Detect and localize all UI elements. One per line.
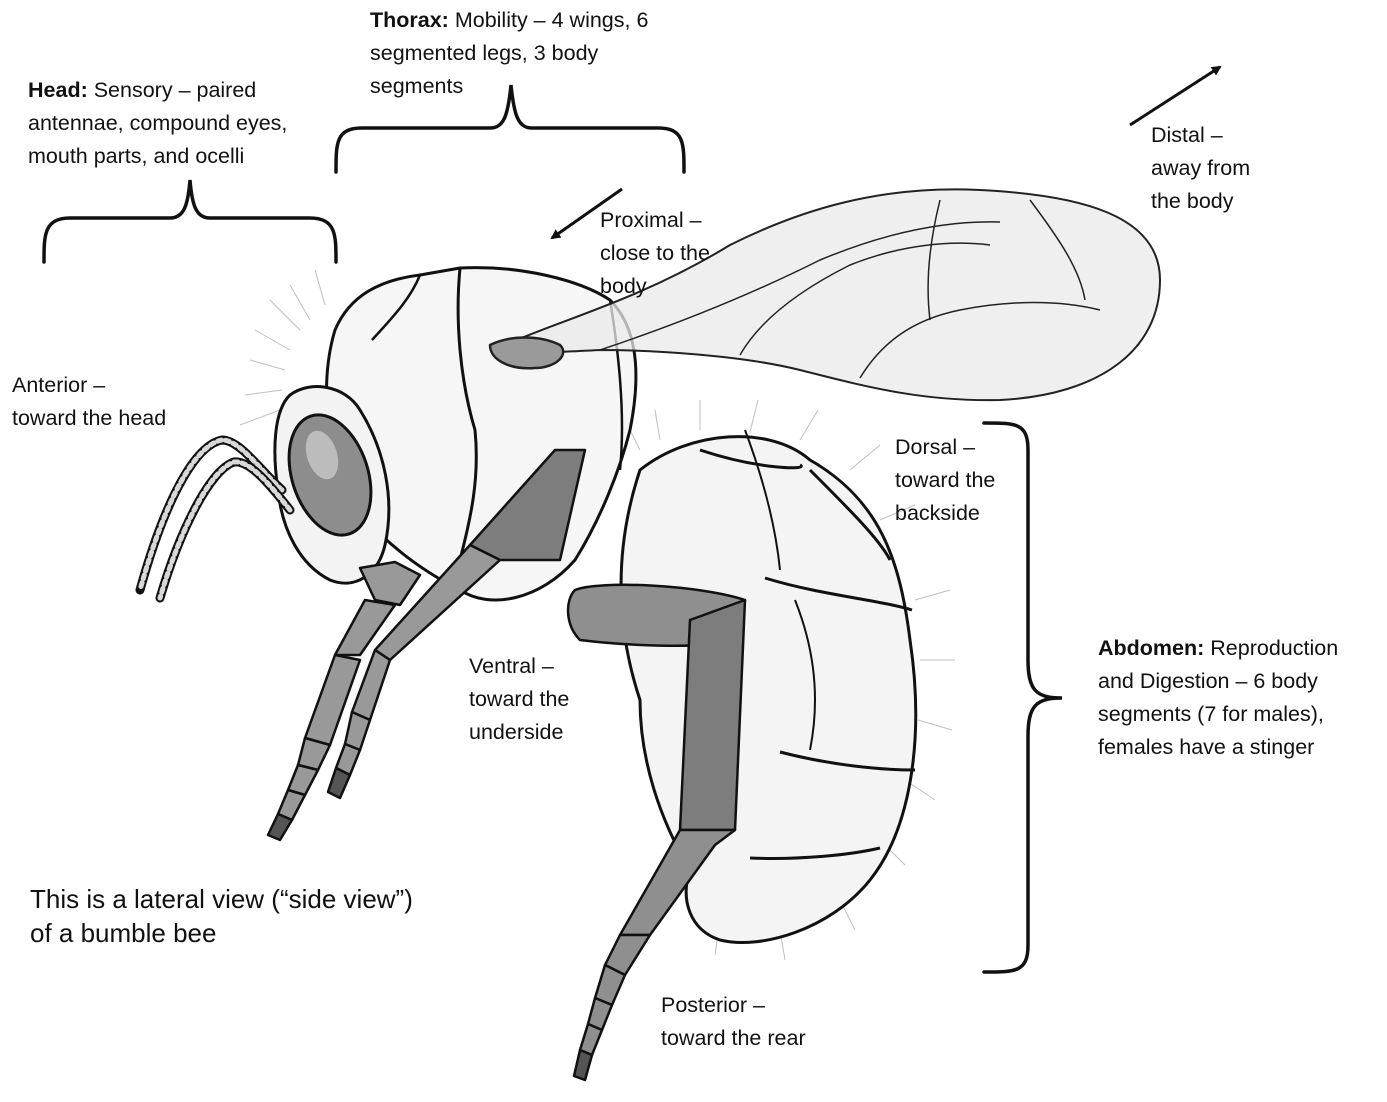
antennae <box>140 440 290 598</box>
head-term: Head: <box>28 78 88 102</box>
abdomen-line4: females have a stinger <box>1098 731 1338 764</box>
abdomen-line2: and Digestion – 6 body <box>1098 665 1338 698</box>
posterior-line1: Posterior – <box>661 989 806 1022</box>
head-line3: mouth parts, and ocelli <box>28 140 287 173</box>
thorax-line2: segmented legs, 3 body <box>370 37 648 70</box>
anterior-label: Anterior – toward the head <box>12 369 166 435</box>
thorax-line3: segments <box>370 70 648 103</box>
anterior-line1: Anterior – <box>12 369 166 402</box>
view-caption: This is a lateral view (“side view”) of … <box>30 882 413 950</box>
distal-line1: Distal – <box>1151 119 1250 152</box>
abdomen-label: Abdomen: Reproduction and Digestion – 6 … <box>1098 632 1338 764</box>
thorax-line1: Mobility – 4 wings, 6 <box>455 8 649 32</box>
posterior-line2: toward the rear <box>661 1022 806 1055</box>
ventral-line1: Ventral – <box>469 650 569 683</box>
thorax-label: Thorax: Mobility – 4 wings, 6 segmented … <box>370 4 648 103</box>
anterior-line2: toward the head <box>12 402 166 435</box>
caption-line2: of a bumble bee <box>30 916 413 950</box>
ventral-line3: underside <box>469 716 569 749</box>
head-line1: Sensory – paired <box>94 78 257 102</box>
ventral-line2: toward the <box>469 683 569 716</box>
distal-line3: the body <box>1151 185 1250 218</box>
distal-arrow <box>1130 67 1220 125</box>
abdomen-bracket <box>984 423 1062 972</box>
head-bracket <box>44 180 336 262</box>
abdomen-term: Abdomen: <box>1098 636 1204 660</box>
caption-line1: This is a lateral view (“side view”) <box>30 882 413 916</box>
proximal-line1: Proximal – <box>600 204 710 237</box>
dorsal-line1: Dorsal – <box>895 431 995 464</box>
thorax-term: Thorax: <box>370 8 449 32</box>
distal-label: Distal – away from the body <box>1151 119 1250 218</box>
proximal-line3: body <box>600 270 710 303</box>
distal-line2: away from <box>1151 152 1250 185</box>
proximal-line2: close to the <box>600 237 710 270</box>
ventral-label: Ventral – toward the underside <box>469 650 569 749</box>
dorsal-label: Dorsal – toward the backside <box>895 431 995 530</box>
head-label: Head: Sensory – paired antennae, compoun… <box>28 74 287 173</box>
abdomen-line3: segments (7 for males), <box>1098 698 1338 731</box>
dorsal-line2: toward the <box>895 464 995 497</box>
head-line2: antennae, compound eyes, <box>28 107 287 140</box>
proximal-label: Proximal – close to the body <box>600 204 710 303</box>
dorsal-line3: backside <box>895 497 995 530</box>
abdomen-line1: Reproduction <box>1210 636 1338 660</box>
posterior-label: Posterior – toward the rear <box>661 989 806 1055</box>
